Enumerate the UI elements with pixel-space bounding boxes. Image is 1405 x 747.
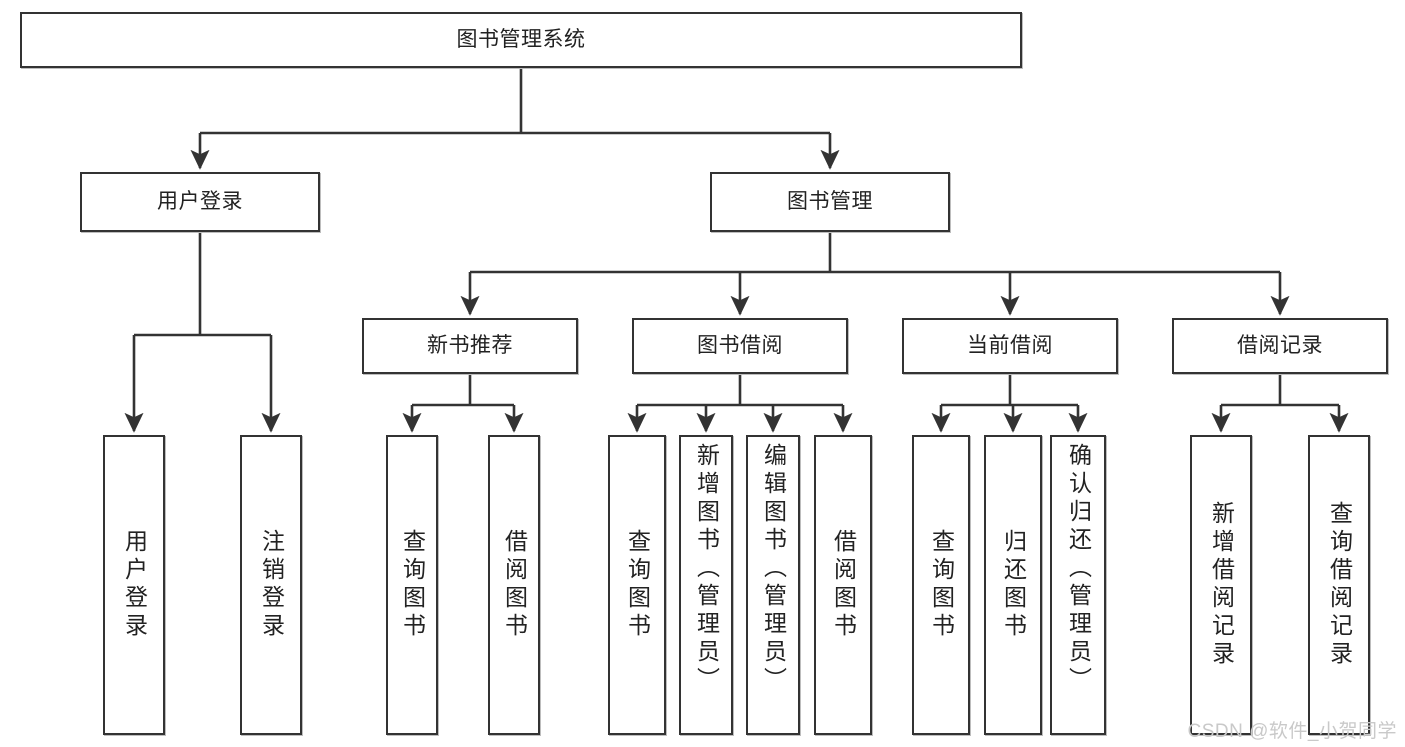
node-new-book-rec[interactable]: 新书推荐 [362,318,578,374]
leaf-query-book-3-label: 查询图书 [928,529,955,641]
leaf-add-record-label: 新增借阅记录 [1208,501,1235,669]
leaf-borrow-book-1-label: 借阅图书 [501,529,528,641]
leaf-confirm-return-label: 确认归还（管理员） [1065,443,1092,695]
node-book-manage[interactable]: 图书管理 [710,172,950,232]
node-user-login-label: 用户登录 [157,189,243,213]
leaf-edit-book-label: 编辑图书（管理员） [760,443,787,695]
leaf-edit-book[interactable]: 编辑图书（管理员） [746,435,800,735]
leaf-query-book-2-label: 查询图书 [624,529,651,641]
node-root-label: 图书管理系统 [456,27,586,51]
node-book-borrow[interactable]: 图书借阅 [632,318,848,374]
leaf-confirm-return[interactable]: 确认归还（管理员） [1050,435,1106,735]
leaf-user-login-label: 用户登录 [121,529,148,641]
leaf-query-book-1[interactable]: 查询图书 [386,435,438,735]
leaf-user-login[interactable]: 用户登录 [103,435,165,735]
leaf-return-book-label: 归还图书 [1000,529,1027,641]
leaf-query-record-label: 查询借阅记录 [1326,501,1353,669]
node-book-manage-label: 图书管理 [787,189,873,213]
leaf-query-record[interactable]: 查询借阅记录 [1308,435,1370,735]
leaf-borrow-book-1[interactable]: 借阅图书 [488,435,540,735]
leaf-query-book-3[interactable]: 查询图书 [912,435,970,735]
node-new-book-rec-label: 新书推荐 [427,333,513,357]
node-user-login[interactable]: 用户登录 [80,172,320,232]
node-current-borrow-label: 当前借阅 [967,333,1053,357]
leaf-add-book[interactable]: 新增图书（管理员） [679,435,733,735]
leaf-borrow-book-2-label: 借阅图书 [830,529,857,641]
node-borrow-record[interactable]: 借阅记录 [1172,318,1388,374]
leaf-query-book-1-label: 查询图书 [399,529,426,641]
leaf-add-record[interactable]: 新增借阅记录 [1190,435,1252,735]
leaf-borrow-book-2[interactable]: 借阅图书 [814,435,872,735]
node-borrow-record-label: 借阅记录 [1237,333,1323,357]
node-current-borrow[interactable]: 当前借阅 [902,318,1118,374]
leaf-return-book[interactable]: 归还图书 [984,435,1042,735]
csdn-watermark: CSDN @软件_小贺同学 [1187,721,1397,742]
node-root[interactable]: 图书管理系统 [20,12,1022,68]
leaf-add-book-label: 新增图书（管理员） [693,443,720,695]
leaf-logout[interactable]: 注销登录 [240,435,302,735]
node-book-borrow-label: 图书借阅 [697,333,783,357]
leaf-logout-label: 注销登录 [258,529,285,641]
leaf-query-book-2[interactable]: 查询图书 [608,435,666,735]
